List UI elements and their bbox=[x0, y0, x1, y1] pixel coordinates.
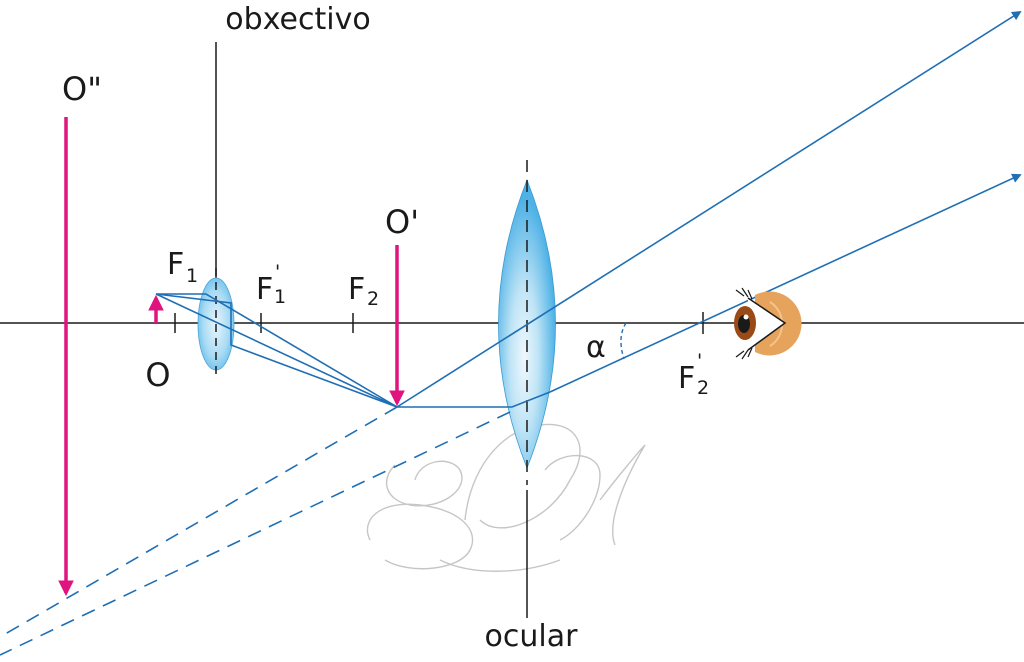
label-f2: F 2 bbox=[348, 272, 379, 310]
ray-parallel-objective bbox=[156, 293, 398, 408]
label-f2-prime: F ' 2 bbox=[678, 350, 709, 399]
virtual-ray-extensions bbox=[0, 406, 511, 656]
label-o-double-prime: O" bbox=[62, 70, 102, 108]
ray-parallel-ocular bbox=[397, 391, 551, 408]
svg-text:': ' bbox=[697, 350, 702, 372]
label-f1: F 1 bbox=[167, 247, 198, 287]
ray-center-objective bbox=[155, 293, 398, 408]
watermark-signature bbox=[366, 423, 646, 572]
svg-text:1: 1 bbox=[186, 265, 198, 287]
svg-text:2: 2 bbox=[697, 377, 709, 399]
ray-emergent-ocular bbox=[549, 173, 1022, 393]
ray-focal-objective bbox=[155, 293, 398, 408]
svg-text:': ' bbox=[275, 261, 280, 283]
ocular-rays bbox=[396, 10, 1022, 408]
label-o: O bbox=[145, 356, 170, 394]
label-objective: obxectivo bbox=[225, 2, 370, 37]
label-ocular: ocular bbox=[485, 619, 579, 654]
eye-icon bbox=[734, 287, 802, 360]
label-angle-alpha: α bbox=[586, 330, 606, 365]
svg-text:F: F bbox=[167, 247, 184, 282]
svg-text:F: F bbox=[256, 272, 273, 307]
label-f1-prime: F ' 1 bbox=[256, 261, 286, 308]
objective-rays bbox=[155, 293, 398, 408]
label-o-prime: O' bbox=[385, 203, 419, 241]
svg-text:F: F bbox=[678, 361, 695, 396]
ocular-lens bbox=[498, 160, 556, 485]
svg-text:1: 1 bbox=[274, 286, 286, 308]
objective-lens bbox=[197, 268, 235, 380]
svg-text:F: F bbox=[348, 272, 365, 307]
ray-center-ocular bbox=[396, 10, 1022, 408]
svg-text:2: 2 bbox=[367, 288, 379, 310]
angle-alpha-arc bbox=[620, 322, 627, 360]
